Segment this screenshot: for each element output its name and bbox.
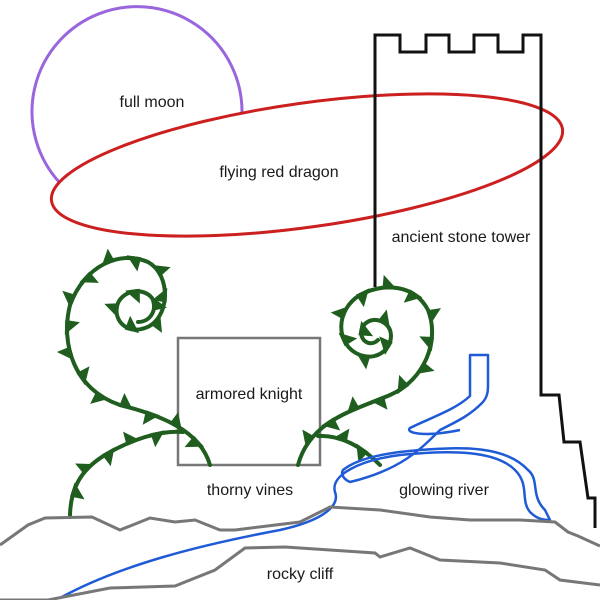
- thorn: [64, 319, 80, 335]
- thorn: [419, 336, 435, 352]
- thorn: [330, 306, 350, 320]
- thorn: [101, 447, 115, 467]
- label-thorny-vines: thorny vines: [207, 482, 293, 499]
- label-rocky-cliff: rocky cliff: [267, 566, 334, 583]
- thorn: [76, 366, 90, 386]
- dragon-outline: [49, 92, 565, 238]
- thorn: [56, 346, 75, 361]
- thorn: [302, 429, 316, 449]
- thorn: [184, 435, 205, 448]
- thorn: [379, 336, 393, 355]
- thorn: [126, 255, 142, 272]
- thorn: [356, 352, 371, 370]
- thorny-vines: [56, 248, 441, 519]
- thorn: [151, 296, 167, 311]
- thorn: [124, 315, 140, 334]
- thorn: [150, 313, 163, 333]
- thorn: [90, 390, 109, 404]
- label-full-moon: full moon: [120, 94, 185, 111]
- label-glowing-river: glowing river: [399, 482, 489, 499]
- label-ancient-stone-tower: ancient stone tower: [392, 229, 531, 246]
- thorn: [321, 417, 341, 431]
- thorn: [123, 431, 141, 446]
- thorn: [426, 308, 441, 325]
- thorn: [62, 290, 77, 309]
- thorn: [151, 264, 171, 277]
- thorn: [346, 396, 361, 415]
- thorn: [370, 395, 388, 410]
- thorn: [79, 271, 99, 283]
- thorn: [415, 361, 435, 375]
- label-armored-knight: armored knight: [196, 386, 303, 403]
- thorn: [358, 320, 374, 337]
- thorn: [125, 288, 140, 304]
- thorn: [356, 443, 369, 463]
- knight-box: [176, 336, 322, 467]
- thorn: [101, 248, 115, 268]
- thorn: [118, 393, 134, 411]
- thorn: [169, 412, 183, 432]
- thorn: [355, 288, 370, 308]
- thorn: [332, 428, 350, 444]
- moon-outline: [30, 5, 244, 185]
- thorn: [403, 289, 423, 303]
- thorn: [397, 374, 410, 395]
- thorn: [70, 482, 85, 500]
- thorn: [150, 430, 165, 448]
- thorn: [152, 287, 168, 303]
- tower-outline: [373, 33, 597, 528]
- label-flying-red-dragon: flying red dragon: [219, 164, 338, 181]
- thorn: [75, 463, 95, 475]
- vine-right-spiral: [296, 285, 434, 467]
- thorn: [382, 274, 397, 290]
- thorn: [142, 410, 160, 425]
- river-path: [59, 353, 552, 600]
- thorn: [104, 303, 120, 318]
- thorn: [338, 332, 358, 347]
- thorn: [377, 309, 391, 329]
- cliff-outline: [0, 505, 600, 600]
